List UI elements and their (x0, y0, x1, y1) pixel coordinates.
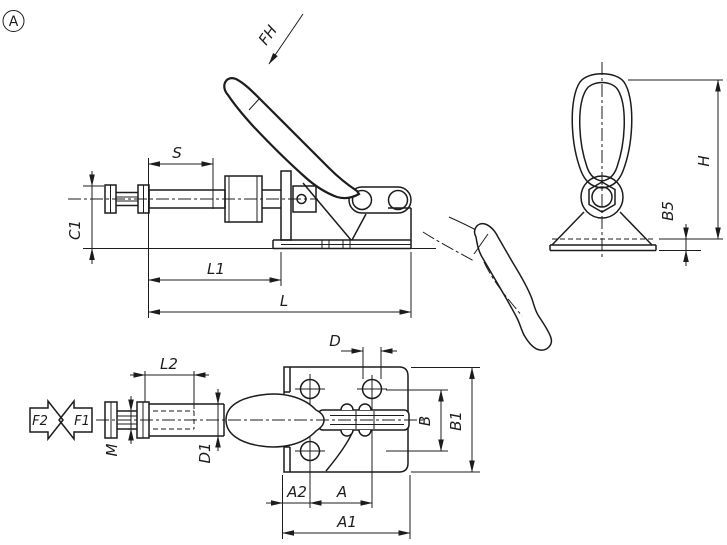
dim-a1-label: A1 (336, 513, 357, 531)
force-f2-label: F2 (32, 414, 48, 429)
detail-marker: A (2, 10, 25, 32)
dim-b1: B1 (411, 367, 480, 473)
front-view: H B5 (549, 62, 723, 266)
clamp-base-front (549, 211, 657, 252)
force-arrow-fh: FH (255, 13, 304, 65)
dim-l2: L2 (130, 355, 209, 409)
dim-l: L (148, 252, 412, 318)
dim-m-label: M (103, 443, 121, 456)
dim-d-label: D (329, 332, 341, 350)
dim-b: B (386, 389, 448, 452)
pivot-hole (387, 189, 409, 211)
dim-a-chain: A2 A A1 (266, 475, 411, 539)
dim-c1: C1 (66, 171, 276, 264)
dim-a-label: A (336, 483, 347, 501)
dim-s: S (148, 144, 214, 318)
dim-h: H (628, 79, 723, 240)
dim-l1: L1 (148, 252, 282, 286)
dim-b-label: B (416, 416, 434, 426)
dim-l2-label: L2 (160, 355, 178, 373)
force-f1-label: F1 (74, 414, 90, 429)
force-symbol-f2: F2 (29, 398, 64, 442)
top-view: F2 F1 (29, 332, 480, 539)
dim-m: M (103, 396, 134, 456)
handle-open-position-phantom (422, 216, 553, 351)
pivot-hole (351, 189, 373, 211)
dim-l-label: L (280, 292, 288, 310)
dim-d1-label: D1 (196, 442, 214, 463)
force-fh-label: FH (255, 22, 281, 49)
block-arrow-right-icon (29, 398, 64, 442)
force-direction-arrow-icon (268, 13, 304, 65)
dim-c1-label: C1 (66, 220, 84, 240)
clamp-body (272, 170, 436, 250)
dim-d1: D1 (196, 389, 221, 464)
detail-marker-circle-icon (2, 10, 25, 32)
dim-d: D (329, 332, 397, 379)
force-symbol-f1: F1 (58, 398, 93, 442)
dim-a2-label: A2 (286, 483, 307, 501)
dim-b1-label: B1 (447, 411, 465, 431)
dim-l1-label: L1 (207, 260, 225, 278)
side-view: S C1 L1 L (66, 77, 553, 351)
dim-b5: B5 (659, 201, 701, 266)
clamp-handle (223, 77, 361, 200)
dim-h-label: H (695, 155, 713, 166)
dim-s-label: S (172, 144, 182, 162)
dim-b5-label: B5 (659, 201, 677, 221)
block-arrow-left-icon (58, 398, 93, 442)
detail-marker-label: A (9, 14, 19, 30)
